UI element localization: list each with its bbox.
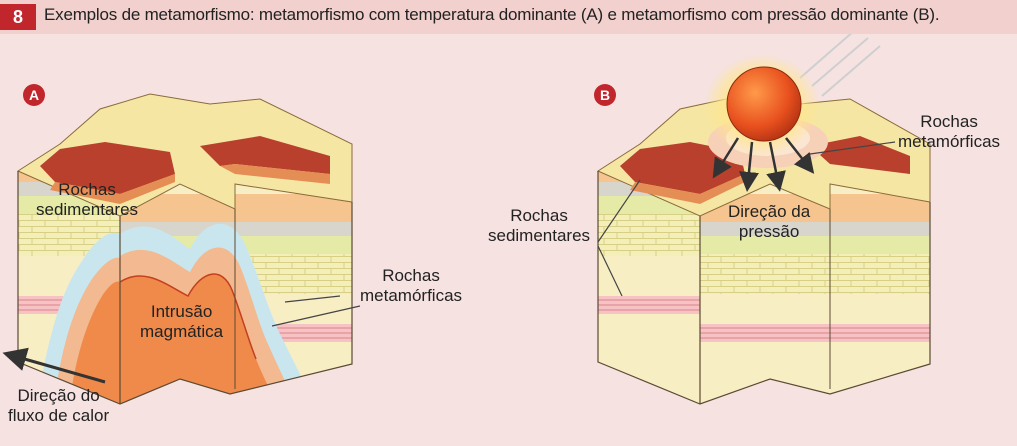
leader-line-a-meta-2: [271, 305, 361, 327]
heat-flow-arrow: [2, 347, 106, 384]
diagram-area: A B Rochas sedimentares Rochas metamórfi…: [0, 29, 1017, 441]
figure-header: 8 Exemplos de metamorfismo: metamorfismo…: [0, 0, 1017, 34]
figure-number-badge: 8: [0, 4, 36, 30]
figure-caption: Exemplos de metamorfismo: metamorfismo c…: [44, 5, 940, 24]
panel-a-block: [16, 93, 353, 405]
leader-line-b-meta: [809, 141, 896, 155]
diagram-svg: [2, 29, 931, 405]
label-intrusao-magmatica: Intrusão magmática: [140, 302, 224, 341]
label-a-rochas-sedimentares: Rochas sedimentares: [36, 180, 139, 219]
leader-line-b-sed-2: [597, 245, 623, 297]
label-a-rochas-metamorficas: Rochas metamórficas: [360, 266, 463, 305]
panel-a-badge: A: [23, 84, 45, 106]
leader-line-b-sed-1: [597, 179, 641, 243]
impact-body: [704, 29, 881, 158]
label-b-rochas-metamorficas: Rochas metamórficas: [898, 112, 1001, 151]
label-direcao-fluxo-calor: Direção do fluxo de calor: [8, 386, 110, 425]
leader-line-a-meta-1: [284, 295, 341, 303]
label-direcao-pressao: Direção da pressão: [728, 202, 811, 241]
label-b-rochas-sedimentares: Rochas sedimentares: [488, 206, 591, 245]
panel-b-badge: B: [594, 84, 616, 106]
pressure-arrows: [712, 137, 815, 192]
